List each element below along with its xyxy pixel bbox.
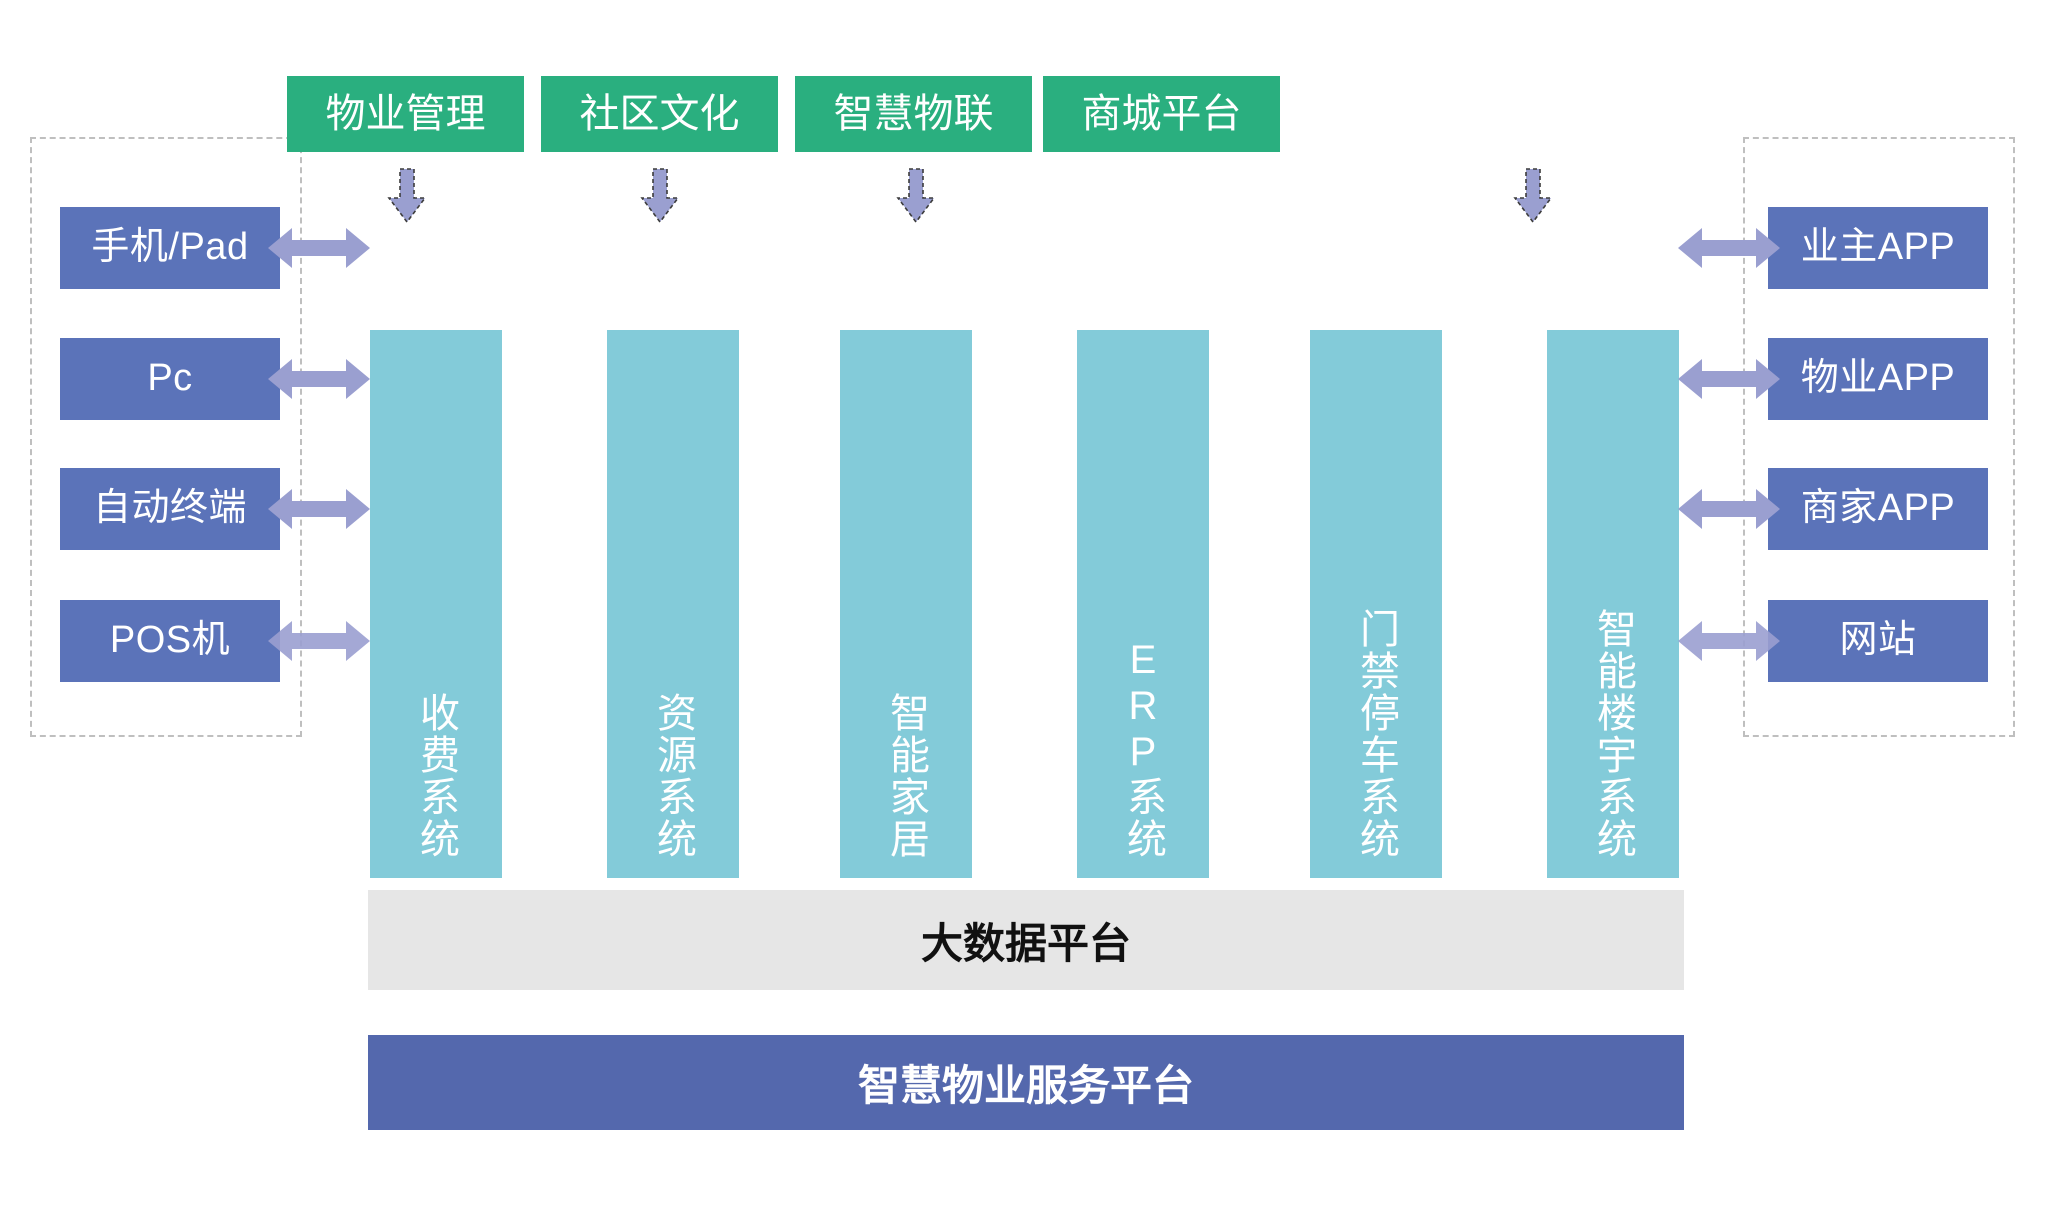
right-channel-group-frame (1743, 137, 2015, 737)
right-channel-website[interactable]: 网站 (1768, 600, 1988, 682)
smart-property-service-platform-bar[interactable]: 智慧物业服务平台 (368, 1035, 1684, 1130)
down-arrow-property-management (387, 168, 427, 224)
left-connector-arrow-pos (268, 615, 370, 667)
top-module-property-management[interactable]: 物业管理 (287, 76, 524, 152)
right-connector-arrow-owner-app (1678, 222, 1780, 274)
right-channel-label: 业主APP (1800, 226, 1956, 269)
left-channel-label: 手机/Pad (91, 226, 249, 269)
left-connector-arrow-pc (268, 353, 370, 405)
left-channel-phone-pad[interactable]: 手机/Pad (60, 207, 280, 289)
right-connector-arrow-website (1678, 615, 1780, 667)
system-column-label: ERP系统 (1121, 638, 1165, 860)
left-channel-label: 自动终端 (92, 487, 247, 530)
left-channel-pos[interactable]: POS机 (60, 600, 280, 682)
left-connector-arrow-phone-pad (268, 222, 370, 274)
right-channel-owner-app[interactable]: 业主APP (1768, 207, 1988, 289)
down-arrow-mall-platform (1513, 168, 1553, 224)
system-column-label: 收费系统 (414, 692, 458, 860)
top-module-smart-iot[interactable]: 智慧物联 (795, 76, 1032, 152)
left-channel-label: POS机 (109, 619, 231, 662)
right-channel-label: 网站 (1839, 619, 1917, 662)
right-connector-arrow-property-app (1678, 353, 1780, 405)
system-column-label: 门禁停车系统 (1354, 608, 1398, 860)
top-module-community-culture[interactable]: 社区文化 (541, 76, 778, 152)
system-column-access-parking[interactable]: 门禁停车系统 (1310, 330, 1442, 878)
right-channel-label: 物业APP (1800, 357, 1956, 400)
system-column-erp[interactable]: ERP系统 (1077, 330, 1209, 878)
system-column-charging[interactable]: 收费系统 (370, 330, 502, 878)
right-connector-arrow-merchant-app (1678, 483, 1780, 535)
top-module-label: 智慧物联 (833, 92, 994, 136)
down-arrow-community-culture (640, 168, 680, 224)
system-column-label: 智能楼宇系统 (1591, 608, 1635, 860)
top-module-mall-platform[interactable]: 商城平台 (1043, 76, 1280, 152)
right-channel-property-app[interactable]: 物业APP (1768, 338, 1988, 420)
system-column-smart-home[interactable]: 智能家居 (840, 330, 972, 878)
system-column-label: 资源系统 (651, 692, 695, 860)
down-arrow-smart-iot (896, 168, 936, 224)
left-channel-pc[interactable]: Pc (60, 338, 280, 420)
system-column-smart-building[interactable]: 智能楼宇系统 (1547, 330, 1679, 878)
right-channel-merchant-app[interactable]: 商家APP (1768, 468, 1988, 550)
system-column-resource[interactable]: 资源系统 (607, 330, 739, 878)
top-module-label: 社区文化 (579, 92, 740, 136)
big-data-platform-bar[interactable]: 大数据平台 (368, 890, 1684, 990)
left-channel-group-frame (30, 137, 302, 737)
right-channel-label: 商家APP (1800, 487, 1956, 530)
left-channel-self-service-terminal[interactable]: 自动终端 (60, 468, 280, 550)
left-connector-arrow-self-service-terminal (268, 483, 370, 535)
top-module-label: 商城平台 (1081, 92, 1242, 136)
system-column-label: 智能家居 (884, 692, 928, 860)
left-channel-label: Pc (147, 357, 193, 400)
smart-property-service-platform-label: 智慧物业服务平台 (857, 1062, 1194, 1109)
big-data-platform-label: 大数据平台 (920, 919, 1131, 967)
top-module-label: 物业管理 (325, 92, 486, 136)
